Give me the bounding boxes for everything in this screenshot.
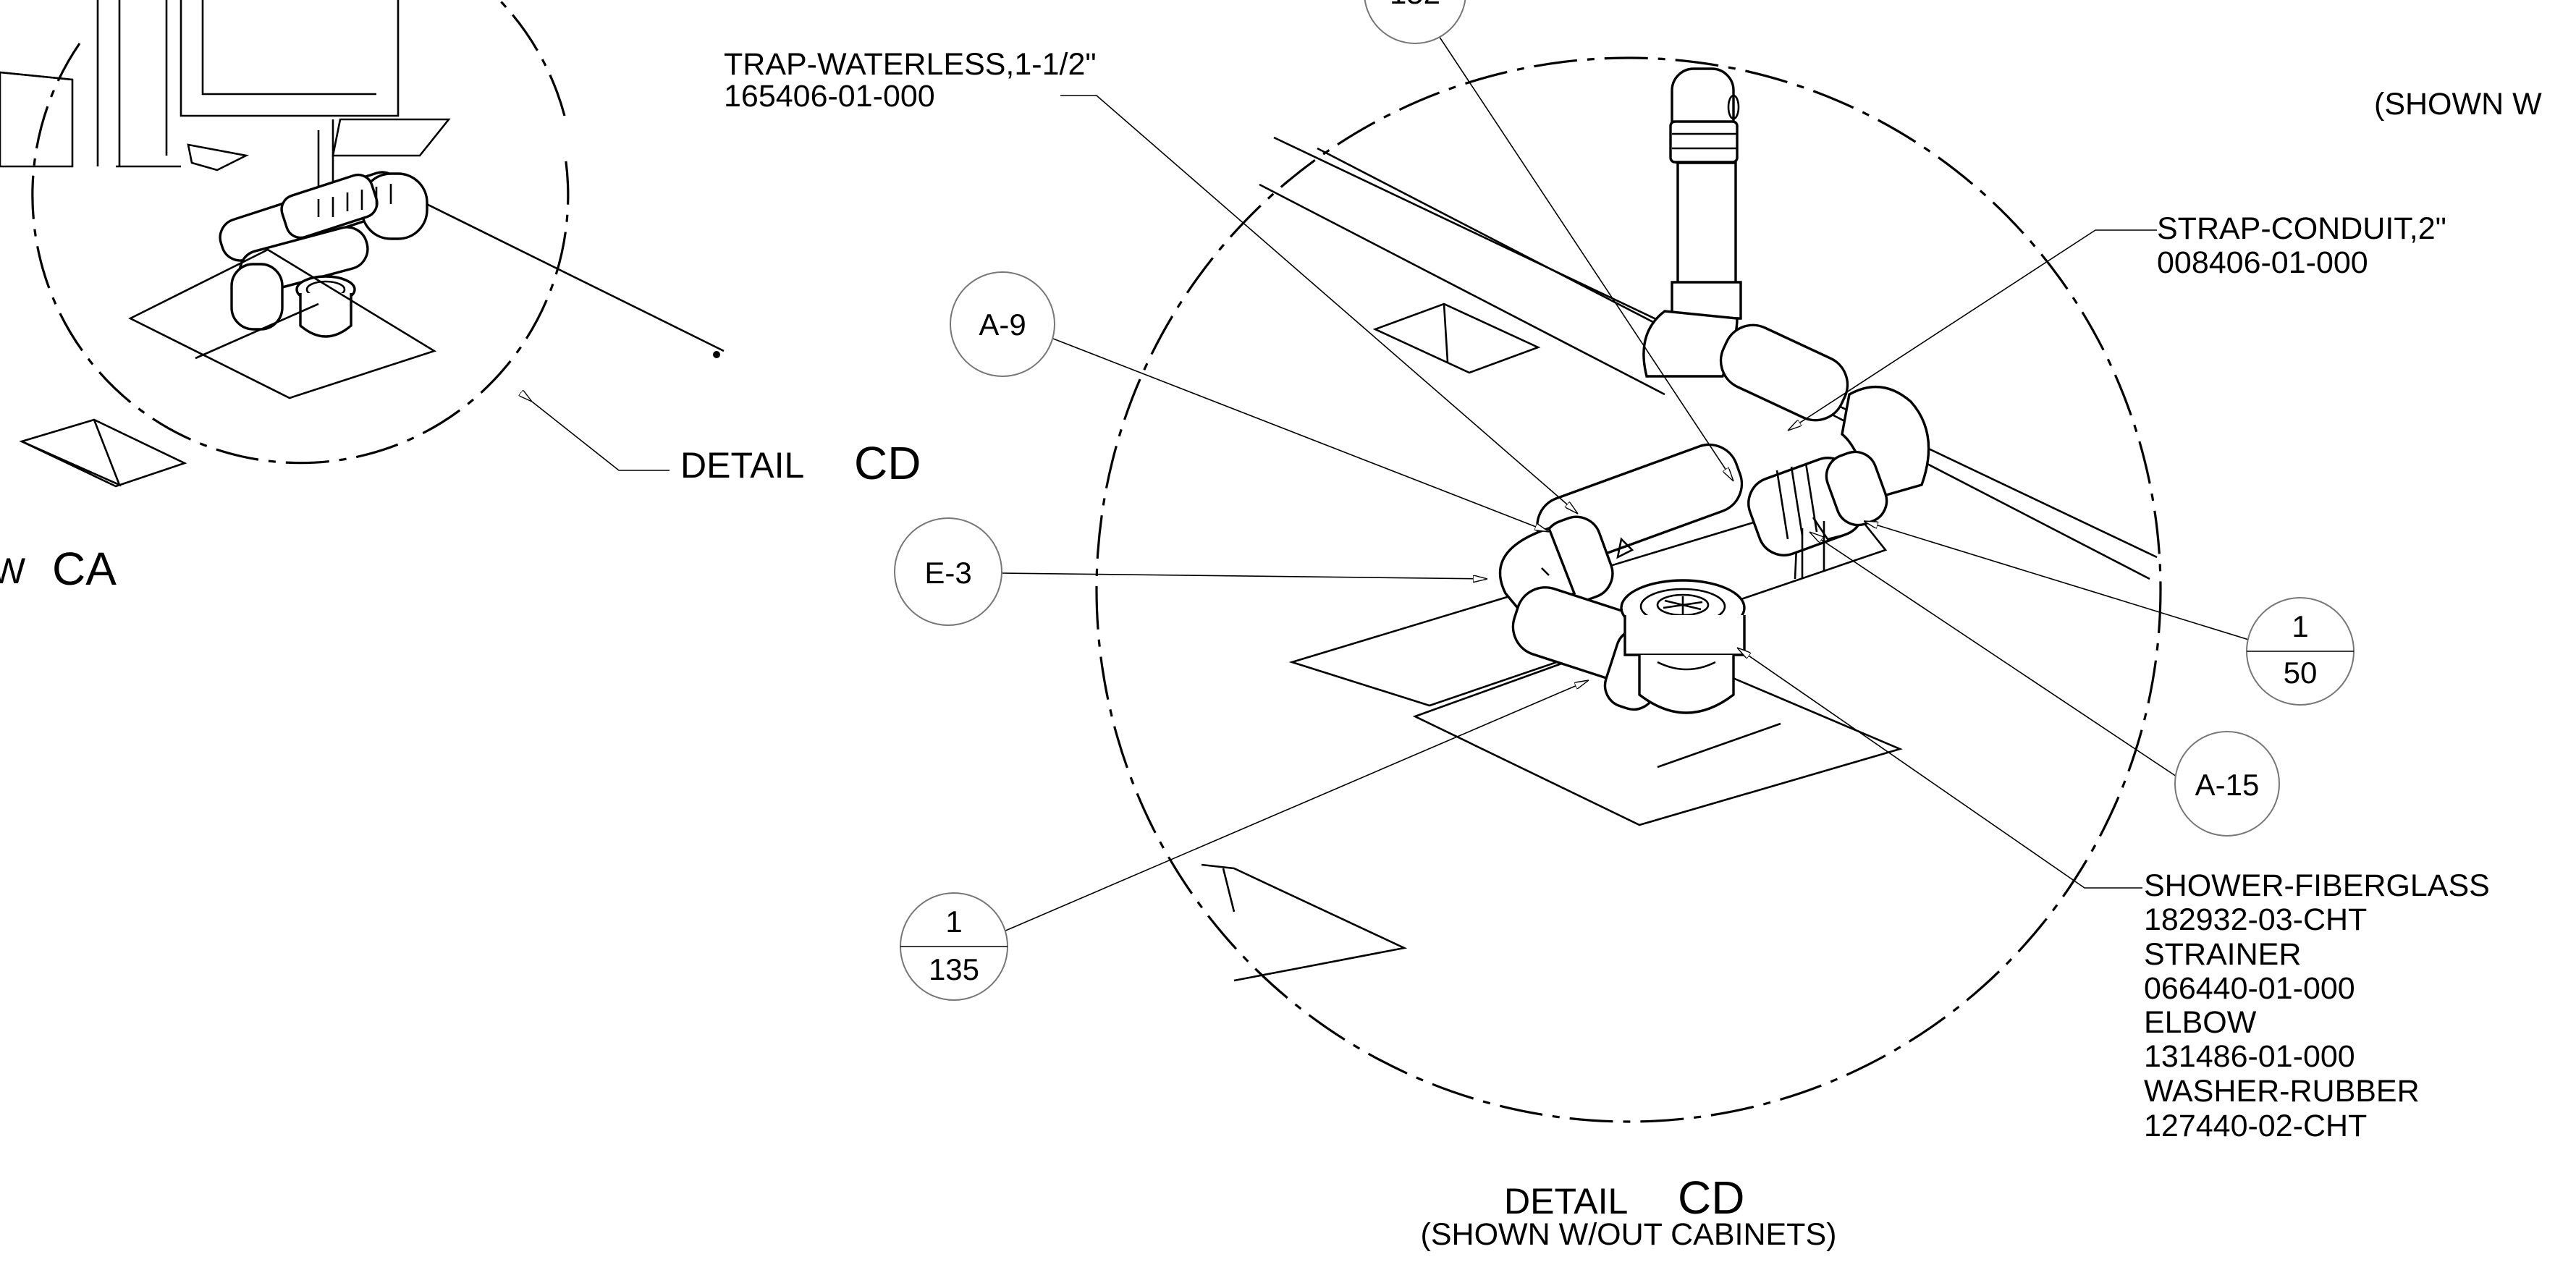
bubble-a9: A-9 [950,271,1055,377]
bubble-1-135-bottom: 135 [929,952,979,986]
shower-callout-line: ELBOW [2144,1005,2257,1040]
bubble-e3-text: E-3 [924,556,971,590]
bubble-1-135: 1 135 [900,892,1008,1001]
detail-title-prefix: DETAIL [1504,1181,1628,1222]
shower-callout-line: WASHER-RUBBER [2144,1074,2420,1109]
left-view-big: CA [52,543,117,595]
shower-callout-line: SHOWER-FIBERGLASS [2144,868,2490,903]
trap-callout-name: TRAP-WATERLESS,1-1/2" [724,47,1097,82]
shower-callout-line: STRAINER [2144,937,2301,972]
bubble-1-135-top: 1 [945,905,962,939]
bubble-152-text: 152 [1390,0,1440,10]
right-top-title: (SHOWN W [2374,87,2542,122]
bubble-a15-text: A-15 [2195,768,2260,802]
left-detail-view: DETAIL CD W CA [0,0,921,595]
trap-callout-part: 165406-01-000 [724,79,935,114]
strap-callout-name: STRAP-CONDUIT,2" [2157,211,2446,246]
main-detail-view [1095,56,2162,1123]
shower-callout-line: 066440-01-000 [2144,971,2355,1006]
strap-callout: STRAP-CONDUIT,2" 008406-01-000 [2157,211,2446,280]
bubble-a9-text: A-9 [979,308,1026,342]
detail-title: DETAIL CD (SHOWN W/OUT CABINETS) [1421,1172,1837,1252]
detail-title-subtitle: (SHOWN W/OUT CABINETS) [1421,1217,1837,1252]
left-view-prefix: W [0,551,26,591]
bubble-152: 152 [1364,0,1466,44]
shower-callout-line: 131486-01-000 [2144,1039,2355,1074]
trap-callout: TRAP-WATERLESS,1-1/2" 165406-01-000 [724,47,1097,114]
leader-lines [998,0,2252,934]
bubble-e3: E-3 [894,517,1002,626]
bubble-1-50-top: 1 [2292,609,2308,643]
bubble-1-50-bottom: 50 [2284,656,2318,690]
shower-callout-line: 182932-03-CHT [2144,902,2367,937]
shower-callout-line: 127440-02-CHT [2144,1109,2367,1143]
shower-callout: SHOWER-FIBERGLASS 182932-03-CHT STRAINER… [2144,868,2490,1143]
detail-callout-prefix: DETAIL [680,445,804,486]
bubble-1-50: 1 50 [2246,597,2355,706]
detail-title-big: CD [1678,1172,1744,1224]
bubble-a15: A-15 [2174,731,2280,837]
strap-callout-part: 008406-01-000 [2157,245,2368,280]
detail-callout-big: CD [854,437,921,489]
